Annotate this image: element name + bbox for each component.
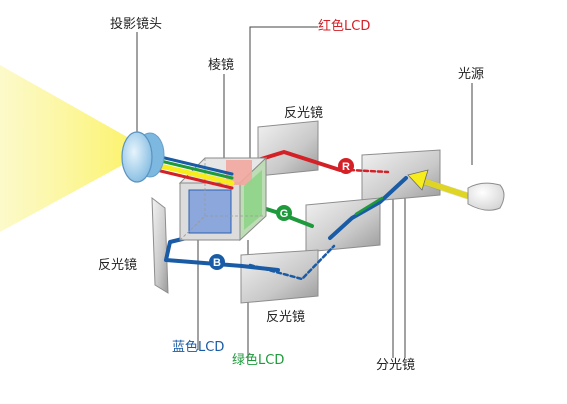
label-red-lcd: 红色LCD: [318, 19, 371, 34]
label-mirror-left: 反光镜: [98, 258, 138, 273]
badge-green-text: G: [280, 208, 289, 220]
blue-light-dashed: [248, 244, 336, 281]
label-mirror-top: 反光镜: [284, 106, 324, 121]
badge-blue: B: [209, 254, 225, 270]
mirror-top-shape: [257, 120, 319, 177]
label-green-lcd: 绿色LCD: [232, 353, 285, 368]
label-projection-lens: 投影镜头: [110, 17, 163, 32]
incoming-light-arrow: [407, 169, 471, 200]
label-prism: 棱镜: [208, 58, 235, 73]
projection-beam: [0, 65, 150, 232]
badge-red-text: R: [342, 161, 350, 173]
badge-blue-text: B: [213, 257, 221, 269]
prism-cube: [178, 156, 268, 242]
green-split-segment: [354, 196, 384, 216]
red-light-dashed: [348, 168, 390, 174]
label-light-source: 光源: [458, 67, 485, 82]
label-dichroic-mirror: 分光镜: [376, 358, 416, 373]
badge-red: R: [338, 158, 354, 174]
label-blue-lcd: 蓝色LCD: [172, 340, 225, 355]
green-lcd-panel: [244, 170, 262, 230]
light-source-bulb: [467, 182, 505, 211]
badge-green: G: [276, 205, 292, 221]
dichroic-mirror-red-shape: [361, 149, 441, 203]
mirror-bottom-shape: [240, 249, 319, 304]
projection-lens: [121, 131, 165, 183]
mirror-left-shape: [151, 196, 169, 294]
label-mirror-bottom: 反光镜: [266, 310, 306, 325]
red-light-path: [256, 150, 342, 172]
dichroic-split-path: [328, 176, 408, 240]
